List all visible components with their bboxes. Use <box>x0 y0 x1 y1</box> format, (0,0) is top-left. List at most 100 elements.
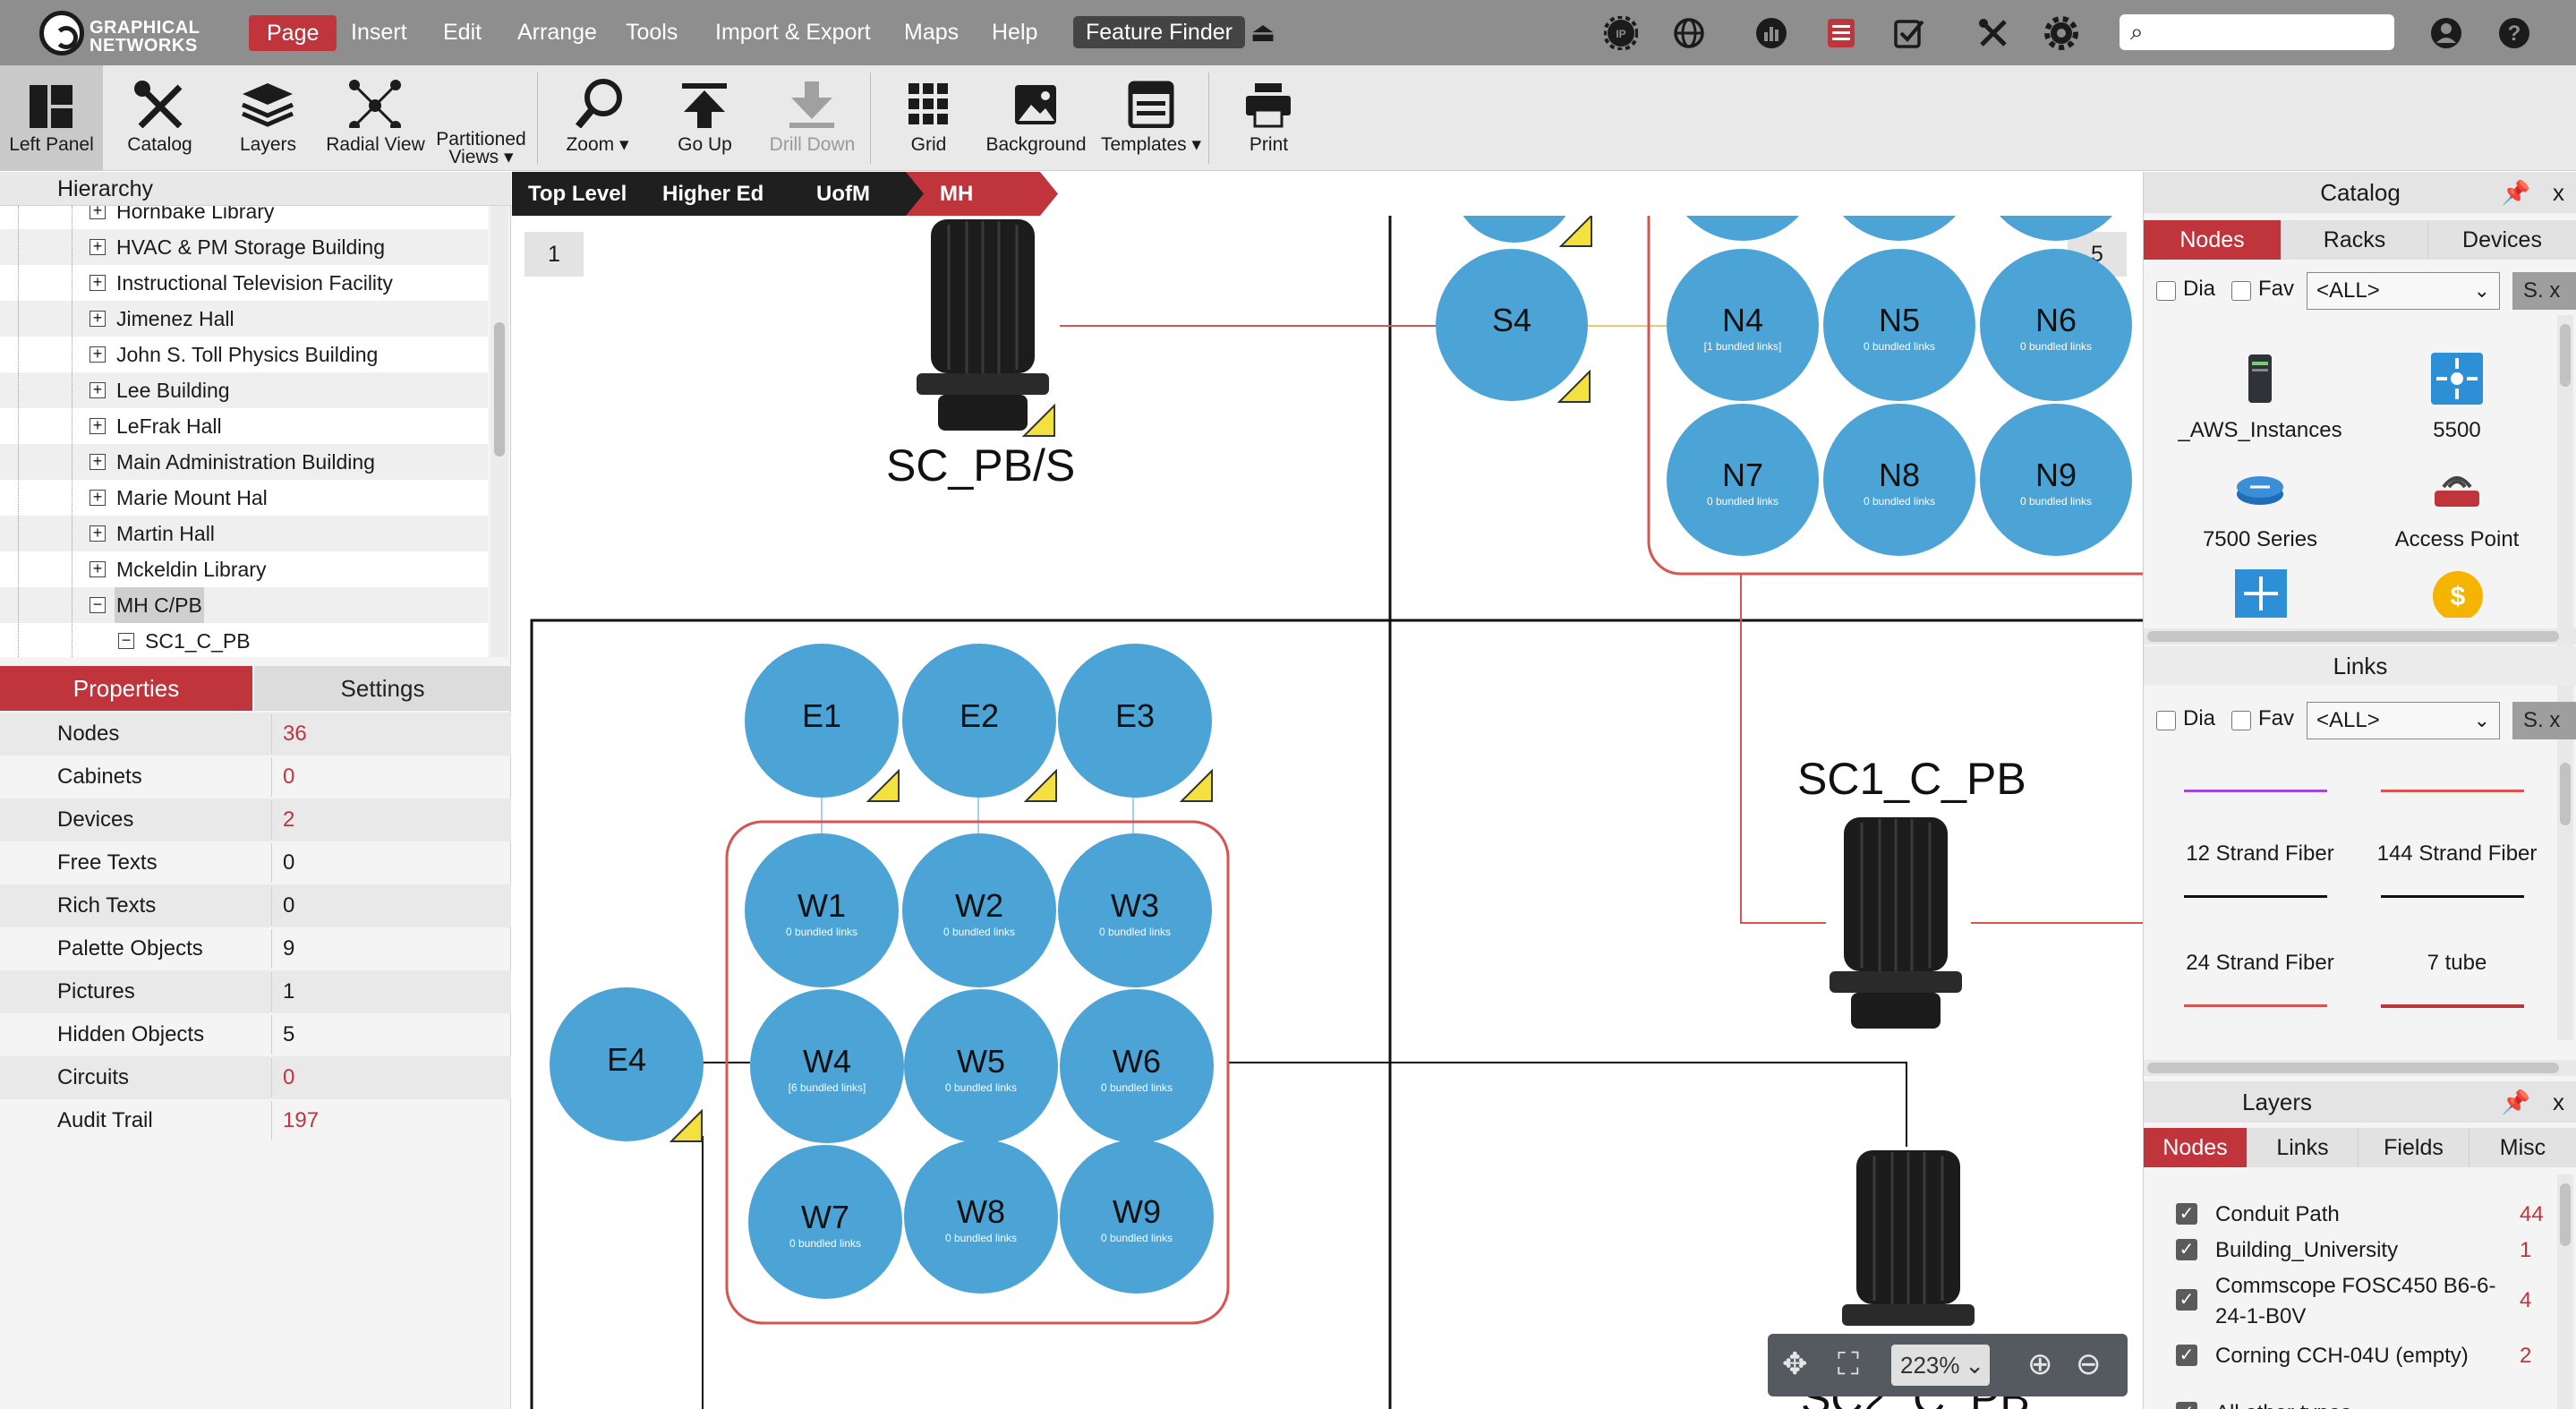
menu-maps[interactable]: Maps <box>904 20 960 45</box>
link-type-7-tube[interactable]: 7 tube <box>2358 951 2555 1010</box>
tree-item[interactable]: +HVAC & PM Storage Building <box>0 229 488 265</box>
breadcrumb-top-level[interactable]: Top Level <box>512 172 646 216</box>
tree-item[interactable]: +Hornbake Library <box>0 206 488 229</box>
tree-item[interactable]: +Instructional Television Facility <box>0 265 488 301</box>
warning-triangle-icon[interactable] <box>1557 370 1591 404</box>
left-panel-button[interactable]: Left Panel <box>0 65 103 171</box>
menu-page[interactable]: Page <box>249 15 337 51</box>
globe-icon[interactable] <box>1672 16 1706 50</box>
menu-arrange[interactable]: Arrange <box>517 20 597 45</box>
link-type-12-strand-fiber[interactable]: 12 Strand Fiber <box>2162 841 2358 901</box>
closure-label-sc1-c-pb[interactable]: SC1_C_PB <box>1797 754 2026 804</box>
scrollbar-thumb[interactable] <box>494 322 505 457</box>
tree-item[interactable]: +Main Administration Building <box>0 444 488 480</box>
global-search-input[interactable]: ⌕ <box>2120 14 2394 50</box>
scrollbar-thumb[interactable] <box>2560 1183 2571 1246</box>
fiber-link[interactable] <box>1740 574 1826 924</box>
background-button[interactable]: Background <box>985 65 1088 171</box>
radial-view-button[interactable]: Radial View <box>324 65 427 171</box>
link-type-purple[interactable] <box>2162 790 2358 825</box>
link-type-red[interactable] <box>2358 790 2555 825</box>
pin-icon[interactable]: 📌 <box>2501 179 2530 206</box>
layer-visible-checkbox[interactable]: ✓ <box>2176 1345 2197 1366</box>
expand-plus-icon[interactable]: + <box>90 310 106 327</box>
layer-row[interactable]: ✓All other types <box>2144 1398 2576 1409</box>
expand-plus-icon[interactable]: + <box>90 525 106 542</box>
splice-closure-icon[interactable] <box>913 216 1053 435</box>
cable-link[interactable] <box>1228 1062 1907 1147</box>
dia-checkbox[interactable] <box>2156 711 2176 730</box>
hierarchy-tree[interactable]: +Hornbake Library +HVAC & PM Storage Bui… <box>0 206 488 657</box>
catalog-item-7500-series[interactable]: 7500 Series <box>2162 460 2358 552</box>
scrollbar-thumb[interactable] <box>2147 631 2559 642</box>
layers-tab-nodes[interactable]: Nodes <box>2144 1128 2248 1167</box>
property-value-link[interactable]: 0 <box>283 1065 295 1089</box>
warning-triangle-icon[interactable] <box>1024 769 1058 803</box>
layers-tab-links[interactable]: Links <box>2248 1128 2358 1167</box>
layer-row[interactable]: ✓Corning CCH-04U (empty)2 <box>2144 1341 2576 1371</box>
feature-finder-button[interactable]: Feature Finder <box>1073 16 1245 48</box>
layer-visible-checkbox[interactable]: ✓ <box>2176 1239 2197 1260</box>
menu-tools[interactable]: Tools <box>626 20 678 45</box>
node-e2[interactable]: E2 <box>902 644 1056 798</box>
collapse-minus-icon[interactable]: − <box>118 632 134 649</box>
layer-count-link[interactable]: 1 <box>2520 1238 2532 1262</box>
tree-item[interactable]: +Jimenez Hall <box>0 301 488 337</box>
catalog-search-clear[interactable]: x <box>2549 278 2561 303</box>
link-type-24-strand-fiber[interactable]: 24 Strand Fiber <box>2162 951 2358 1010</box>
node-group-frame[interactable] <box>725 820 1230 1325</box>
layer-visible-checkbox[interactable]: ✓ <box>2176 1289 2197 1311</box>
tree-item[interactable]: +Marie Mount Hal <box>0 480 488 516</box>
warning-triangle-icon[interactable] <box>1559 216 1593 248</box>
print-button[interactable]: Print <box>1217 65 1320 171</box>
catalog-tab-nodes[interactable]: Nodes <box>2144 220 2282 260</box>
pin-icon[interactable]: 📌 <box>2501 1089 2530 1115</box>
fit-screen-icon[interactable]: ⛶ <box>1838 1347 1859 1381</box>
tree-item[interactable]: +LeFrak Hall <box>0 408 488 444</box>
node-e3[interactable]: E3 <box>1058 644 1212 798</box>
catalog-horizontal-scrollbar[interactable] <box>2144 628 2576 645</box>
zoom-out-icon[interactable]: ⊖ <box>2076 1347 2102 1381</box>
layers-tab-misc[interactable]: Misc <box>2469 1128 2576 1167</box>
settings-gear-icon[interactable] <box>2044 16 2078 50</box>
close-icon[interactable]: x <box>2553 1089 2564 1115</box>
partitioned-views-button[interactable]: Partitioned Views ▾ <box>430 65 533 171</box>
tree-item[interactable]: +Martin Hall <box>0 516 488 551</box>
catalog-type-select[interactable]: <ALL>⌄ <box>2307 272 2500 310</box>
hierarchy-scrollbar[interactable] <box>490 206 508 657</box>
catalog-item-5500[interactable]: 5500 <box>2358 351 2555 443</box>
layers-scrollbar[interactable] <box>2557 1174 2573 1409</box>
breadcrumb-uofm[interactable]: UofM <box>800 172 900 216</box>
catalog-tab-racks[interactable]: Racks <box>2282 220 2428 260</box>
wrench-screwdriver-icon[interactable] <box>1976 16 2010 50</box>
page-number-badge[interactable]: 1 <box>525 232 584 277</box>
node-e4[interactable]: E4 <box>550 987 704 1141</box>
network-diagram-icon[interactable] <box>2233 569 2289 618</box>
dia-checkbox[interactable] <box>2156 281 2176 301</box>
catalog-tab-devices[interactable]: Devices <box>2428 220 2576 260</box>
node-n4[interactable]: N4[1 bundled links] <box>1667 249 1819 401</box>
warning-triangle-icon[interactable] <box>1022 404 1056 438</box>
drill-down-button[interactable]: Drill Down <box>761 65 864 171</box>
property-value-link[interactable]: 0 <box>283 764 295 789</box>
grid-button[interactable]: Grid <box>877 65 980 171</box>
menu-edit[interactable]: Edit <box>443 20 482 45</box>
node-group-frame[interactable] <box>1647 216 2143 576</box>
expand-plus-icon[interactable]: + <box>90 489 106 506</box>
splice-closure-icon[interactable] <box>1838 1147 1978 1366</box>
checklist-icon[interactable] <box>1892 16 1926 50</box>
expand-plus-icon[interactable]: + <box>90 238 106 255</box>
property-value-link[interactable]: 2 <box>283 807 295 832</box>
